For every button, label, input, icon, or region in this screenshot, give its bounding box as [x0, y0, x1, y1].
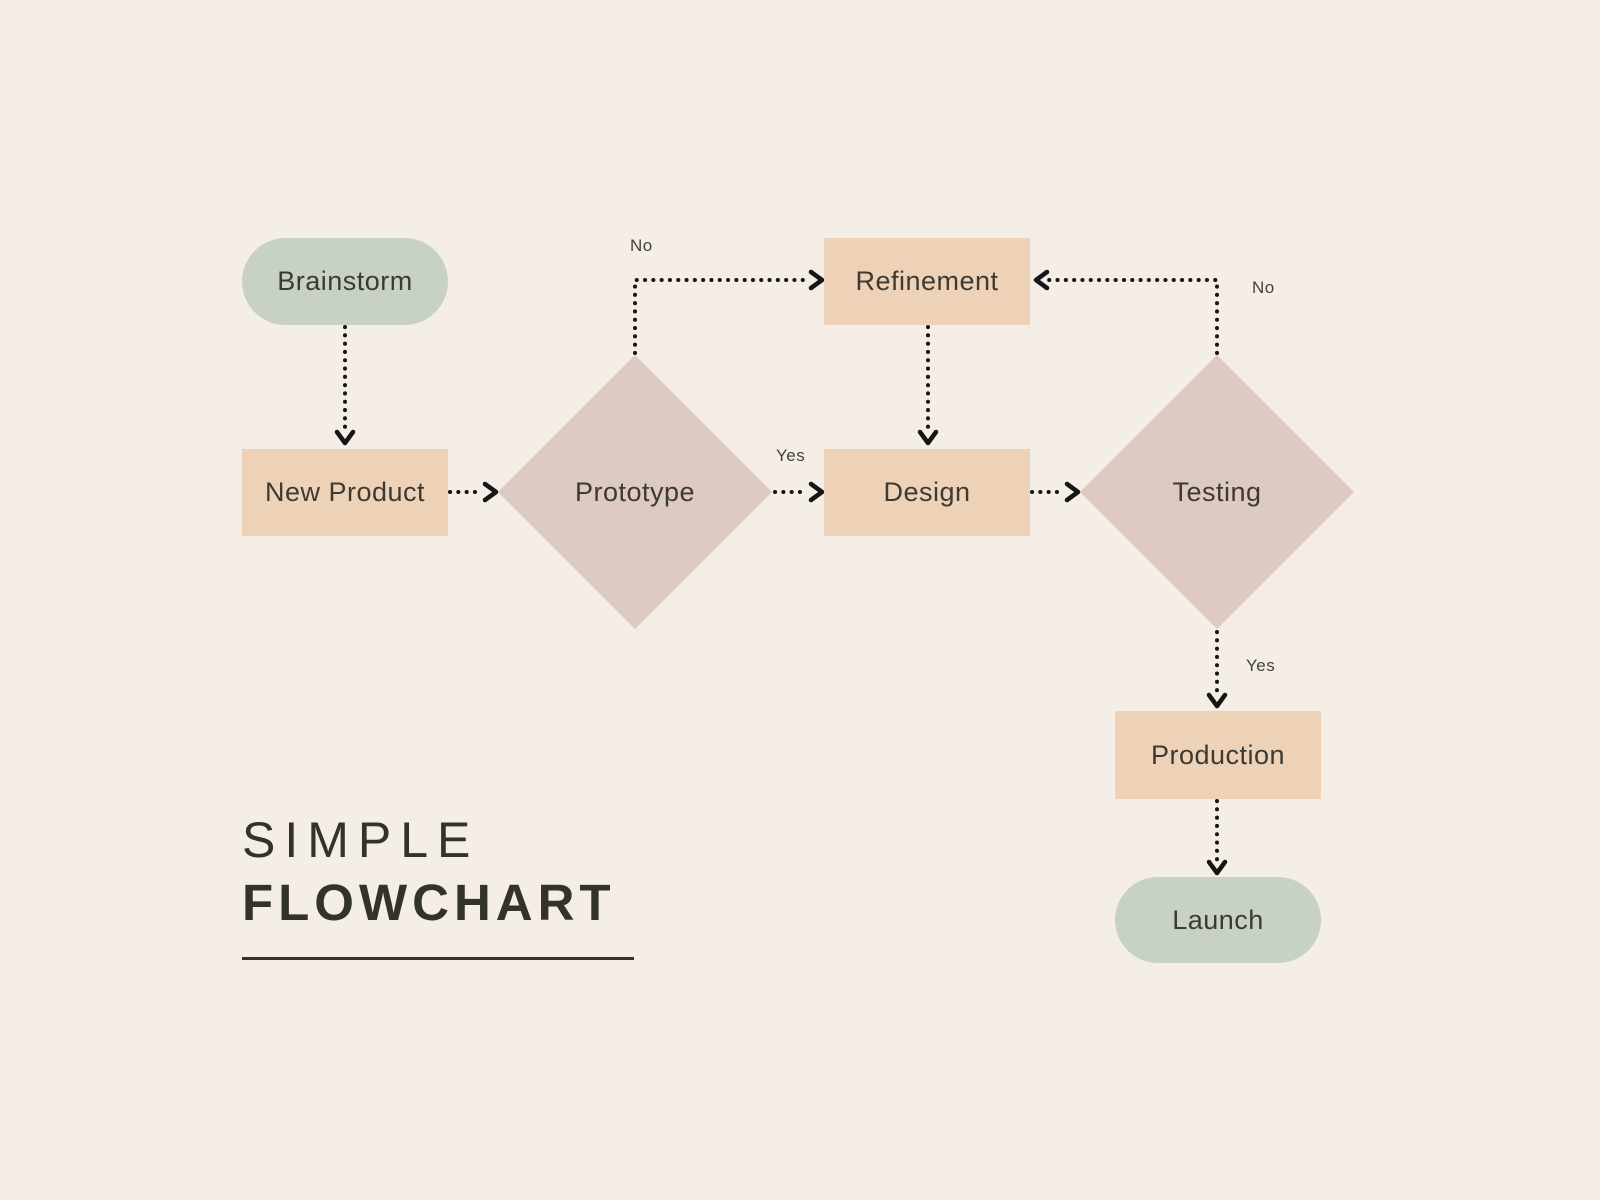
edge-testing-to-refinement: [1046, 278, 1219, 355]
title-line1: SIMPLE: [242, 812, 480, 868]
node-production: Production: [1115, 711, 1321, 799]
arrowhead-down-design: [917, 429, 939, 446]
edge-label-testing-no: No: [1252, 278, 1275, 297]
arrowhead-right-design: [808, 481, 825, 503]
arrowhead-left-refinement: [1033, 269, 1050, 291]
arrowhead-right-testing: [1064, 481, 1081, 503]
arrowhead-down-new-product: [334, 429, 356, 446]
node-prototype-label: Prototype: [574, 476, 696, 507]
node-design-label: Design: [883, 477, 971, 507]
node-brainstorm: Brainstorm: [242, 238, 448, 325]
edge-prototype-to-refinement: [633, 278, 810, 355]
node-production-label: Production: [1150, 739, 1286, 770]
edge-label-testing-yes: Yes: [1246, 656, 1276, 675]
node-brainstorm-label: Brainstorm: [277, 266, 413, 296]
arrowhead-down-launch: [1206, 859, 1228, 876]
arrowhead-down-production: [1206, 692, 1228, 709]
edge-label-prototype-yes: Yes: [776, 446, 806, 465]
node-prototype: Prototype: [498, 355, 772, 629]
node-new-product-label: New Product: [264, 477, 426, 507]
node-refinement: Refinement: [824, 238, 1030, 325]
edge-label-prototype-no: No: [630, 236, 653, 255]
node-launch: Launch: [1115, 877, 1321, 963]
arrowhead-right-prototype: [482, 481, 499, 503]
node-testing-label: Testing: [1172, 476, 1262, 507]
title-line2: FLOWCHART: [242, 874, 616, 931]
title-block: SIMPLE FLOWCHART: [242, 815, 616, 928]
node-design: Design: [824, 449, 1030, 536]
arrowhead-right-refinement: [808, 269, 825, 291]
node-testing: Testing: [1080, 355, 1354, 629]
node-launch-label: Launch: [1172, 904, 1264, 935]
node-new-product: New Product: [242, 449, 448, 536]
title-underline: [242, 957, 634, 960]
node-refinement-label: Refinement: [855, 266, 999, 296]
